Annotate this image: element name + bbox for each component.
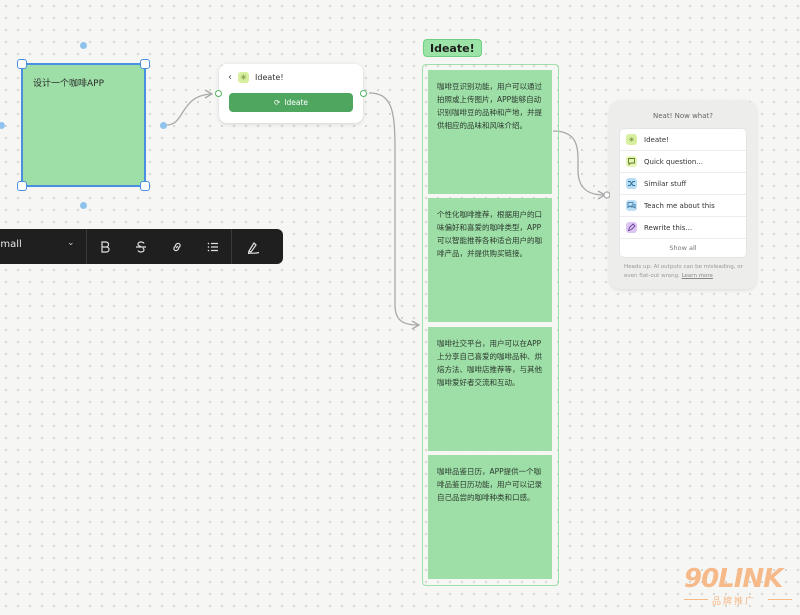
ai-menu-title: Neat! Now what?	[653, 112, 713, 120]
refresh-icon: ⟳	[273, 98, 281, 107]
ai-action-label: Rewrite this...	[644, 223, 693, 232]
sticky-text: 设计一个咖啡APP	[33, 79, 105, 89]
shuffle-icon	[626, 178, 637, 189]
idea-card[interactable]: 咖啡品鉴日历，APP提供一个咖啡品鉴日历功能，用户可以记录自己品尝的咖啡种类和口…	[428, 455, 552, 579]
watermark-line	[768, 599, 792, 600]
ideate-group-frame[interactable]	[422, 64, 559, 586]
chevron-left-icon[interactable]: ‹	[228, 72, 232, 83]
ideate-button-label: Ideate	[284, 98, 309, 107]
strikethrough-icon	[136, 240, 146, 253]
ideate-group-label[interactable]: Ideate!	[423, 39, 482, 57]
link-button[interactable]	[159, 229, 195, 264]
signature-icon	[247, 241, 260, 254]
ai-action-ideate[interactable]: ✳ Ideate!	[620, 129, 746, 151]
connection-dot-bottom[interactable]	[80, 202, 87, 209]
chevron-down-icon: ⌄	[67, 238, 75, 248]
idea-card[interactable]: 咖啡社交平台，用户可以在APP上分享自己喜爱的咖啡品种、烘焙方法、咖啡店推荐等，…	[428, 327, 552, 451]
ai-action-menu: Neat! Now what? ✳ Ideate! Quick question…	[610, 101, 756, 289]
output-port[interactable]	[360, 90, 367, 97]
toolbar-divider	[86, 229, 87, 264]
toolbar-divider	[231, 229, 232, 264]
idea-card[interactable]: 咖啡豆识别功能，用户可以通过拍照或上传图片，APP能够自动识别咖啡豆的品种和产地…	[428, 70, 552, 194]
signature-button[interactable]	[232, 229, 276, 264]
ai-action-label: Ideate!	[644, 135, 669, 144]
ideate-node[interactable]: ‹ ✳ Ideate! ⟳ Ideate	[215, 64, 367, 123]
ideate-button[interactable]: ⟳ Ideate	[229, 93, 353, 112]
bold-button[interactable]	[87, 229, 123, 264]
resize-handle-bottom-right[interactable]	[140, 181, 150, 191]
chat-bubbles-icon	[626, 200, 637, 211]
font-size-label: Small	[0, 239, 22, 250]
bold-icon	[101, 240, 110, 253]
strikethrough-button[interactable]	[123, 229, 159, 264]
ai-action-similar-stuff[interactable]: Similar stuff	[620, 173, 746, 195]
ai-action-label: Teach me about this	[644, 201, 715, 210]
ai-disclaimer: Heads up: AI outputs can be misleading, …	[624, 263, 746, 281]
idea-card[interactable]: 个性化咖啡推荐，根据用户的口味偏好和喜爱的咖啡类型，APP可以智能推荐各种适合用…	[428, 198, 552, 322]
watermark-main-text: 90LINK	[684, 564, 783, 594]
sparkle-icon: ✳	[238, 72, 249, 83]
sparkle-icon: ✳	[626, 134, 637, 145]
watermark-logo: 90LINK 品牌推广	[684, 564, 792, 607]
font-size-dropdown[interactable]: Small ⌄	[0, 229, 86, 264]
connector-ideate-to-group	[368, 92, 419, 326]
sticky-note-selected[interactable]: 设计一个咖啡APP	[17, 59, 150, 191]
ai-action-rewrite[interactable]: Rewrite this...	[620, 217, 746, 239]
ideate-node-title: Ideate!	[255, 73, 284, 82]
watermark-sub-text: 品牌推广	[712, 597, 757, 607]
resize-handle-bottom-left[interactable]	[17, 181, 27, 191]
resize-handle-top-right[interactable]	[140, 59, 150, 69]
formatting-toolbar: Small ⌄	[0, 229, 283, 264]
arrowhead	[411, 320, 421, 330]
watermark-line	[684, 599, 708, 600]
ai-action-list: ✳ Ideate! Quick question... Similar stuf…	[620, 129, 746, 257]
ai-action-teach-me[interactable]: Teach me about this	[620, 195, 746, 217]
arrowhead	[204, 89, 214, 99]
ai-disclaimer-text: Heads up: AI outputs can be misleading, …	[624, 264, 743, 279]
resize-handle-top-left[interactable]	[17, 59, 27, 69]
connection-dot-right[interactable]	[160, 122, 167, 129]
connector-sticky-to-ideate	[166, 93, 213, 126]
learn-more-link[interactable]: Learn more	[681, 273, 713, 279]
list-button[interactable]	[195, 229, 231, 264]
ideate-node-header: ‹ ✳ Ideate!	[228, 72, 284, 83]
speech-bubble-icon	[626, 156, 637, 167]
ai-action-quick-question[interactable]: Quick question...	[620, 151, 746, 173]
connector-group-to-menu	[552, 130, 605, 196]
list-icon	[207, 242, 218, 251]
input-port[interactable]	[215, 90, 222, 97]
pen-icon	[626, 222, 637, 233]
ai-action-label: Similar stuff	[644, 179, 687, 188]
ai-action-label: Quick question...	[644, 157, 703, 166]
connection-dot-top[interactable]	[80, 42, 87, 49]
link-icon	[173, 242, 181, 251]
show-all-button[interactable]: Show all	[669, 244, 697, 252]
connection-dot-left[interactable]	[0, 122, 5, 129]
